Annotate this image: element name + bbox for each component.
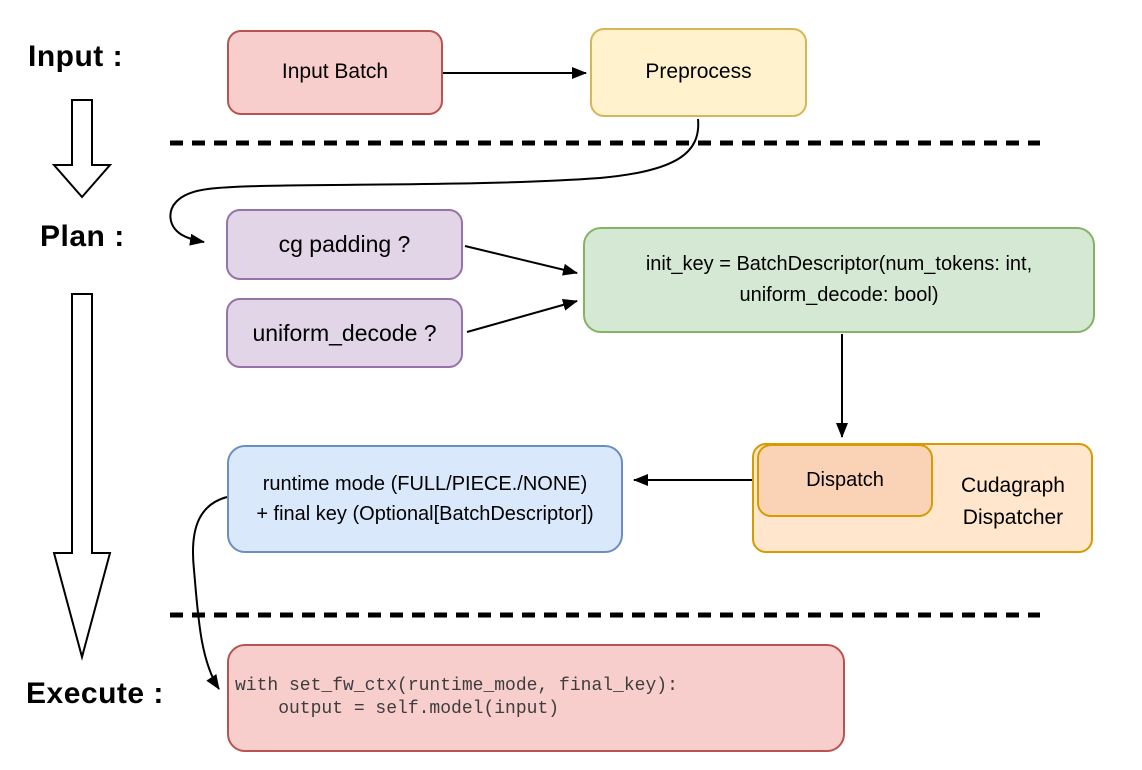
node-input-batch: Input Batch [227,30,443,115]
execute-code-line2: output = self.model(input) [235,699,560,719]
arrow-preprocess-to-plan [169,118,700,246]
node-runtime-mode-line1: runtime mode (FULL/PIECE./NONE) [262,473,588,495]
arrow-uniformdecode-to-initkey [466,299,578,333]
execute-code-line1: with set_fw_ctx(runtime_mode, final_key)… [235,676,678,696]
stage-label-input: Input : [28,40,124,73]
node-dispatch-label: Dispatch [806,469,884,491]
node-init-key-line1: init_key = BatchDescriptor(num_tokens: i… [645,253,1033,275]
arrow-runtimemode-to-execute [192,496,228,690]
node-init-key-line2: uniform_decode: bool) [739,284,939,306]
node-uniform-decode: uniform_decode ? [226,298,463,368]
node-init-key: init_key = BatchDescriptor(num_tokens: i… [583,227,1095,333]
node-input-batch-label: Input Batch [281,60,389,84]
stage-label-execute: Execute : [26,677,164,710]
arrow-cgpadding-to-initkey [464,245,578,276]
stage-label-plan: Plan : [40,220,125,253]
node-runtime-mode-final-key: runtime mode (FULL/PIECE./NONE) + final … [227,445,623,553]
stage-arrow-input-to-plan [51,99,113,199]
node-runtime-mode-line2: + final key (Optional[BatchDescriptor]) [256,503,594,525]
stage-arrow-plan-to-execute [52,293,112,661]
node-cg-padding: cg padding ? [226,209,463,280]
node-cg-padding-label: cg padding ? [278,231,411,258]
node-execute-code: with set_fw_ctx(runtime_mode, final_key)… [227,644,845,752]
node-dispatch: Dispatch [757,444,933,517]
node-preprocess: Preprocess [590,28,807,117]
node-preprocess-label: Preprocess [645,60,752,84]
node-uniform-decode-label: uniform_decode ? [252,319,437,346]
node-cudagraph-dispatcher-label: Cudagraph Dispatcher [961,474,1065,529]
